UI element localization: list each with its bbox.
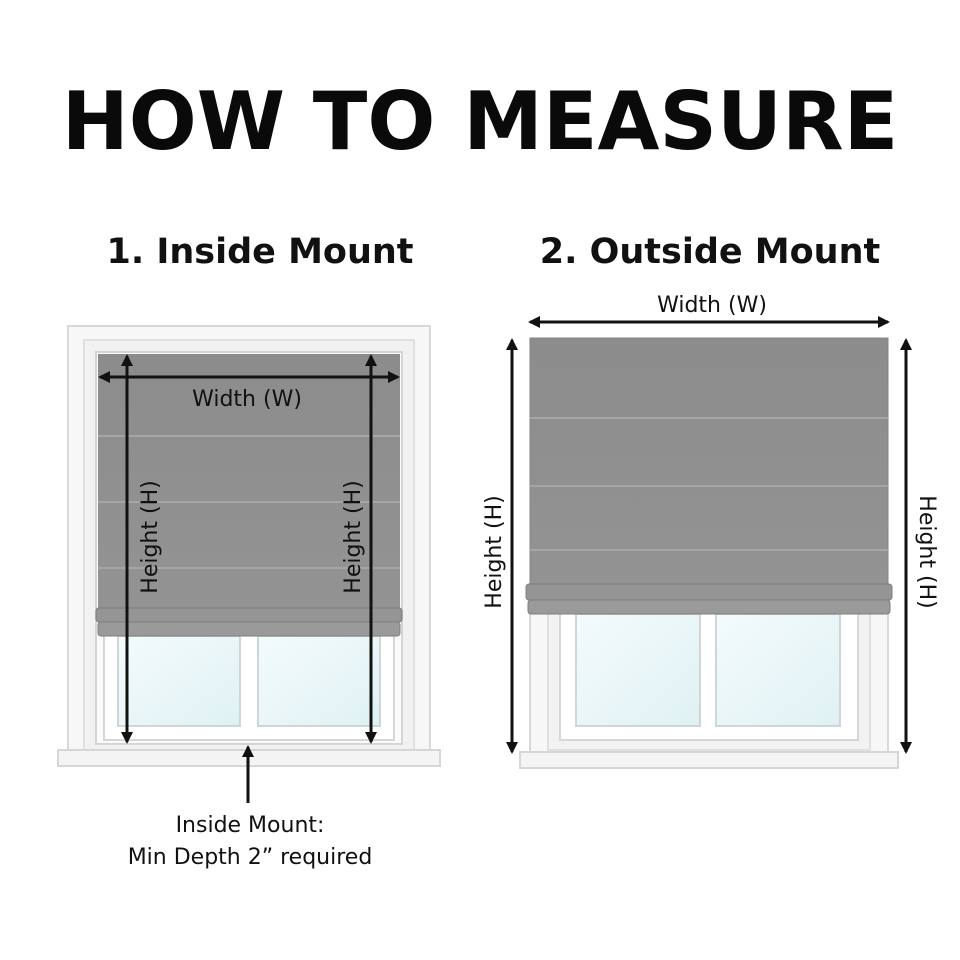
page-title: HOW TO MEASURE	[61, 75, 899, 168]
outside-height-label-left: Height (H)	[482, 495, 507, 608]
inside-roman-shade	[95, 354, 403, 637]
inside-mount-window: Width (W) Height (H) Height (H)	[57, 325, 441, 803]
inside-window-panes	[103, 631, 395, 741]
depth-note-line-1: Inside Mount:	[175, 813, 325, 838]
depth-note-line-2: Min Depth 2” required	[127, 845, 373, 870]
inside-width-label: Width (W)	[192, 387, 302, 412]
outside-window-sill	[519, 751, 899, 769]
outside-height-label-right: Height (H)	[914, 495, 939, 608]
outside-glass-right	[715, 613, 841, 727]
inside-shade-fold-2	[97, 621, 401, 637]
outside-shade-panel	[529, 337, 889, 587]
outside-width-label: Width (W)	[657, 293, 767, 318]
depth-note: Inside Mount: Min Depth 2” required	[60, 810, 440, 874]
inside-glass-left	[117, 635, 241, 727]
outside-roman-shade	[525, 337, 893, 615]
outside-mount-heading: 2. Outside Mount	[539, 232, 881, 272]
inside-height-label-right: Height (H)	[341, 480, 366, 593]
outside-mount-window: Width (W) Height (H) Height (H)	[482, 293, 939, 769]
outside-shade-fold-2	[527, 599, 891, 615]
inside-shade-fold-1	[95, 607, 403, 623]
inside-glass-right	[257, 635, 381, 727]
outside-glass-left	[575, 613, 701, 727]
inside-height-label-left: Height (H)	[138, 480, 163, 593]
outside-shade-fold-1	[525, 583, 893, 601]
inside-mount-heading: 1. Inside Mount	[106, 232, 414, 272]
